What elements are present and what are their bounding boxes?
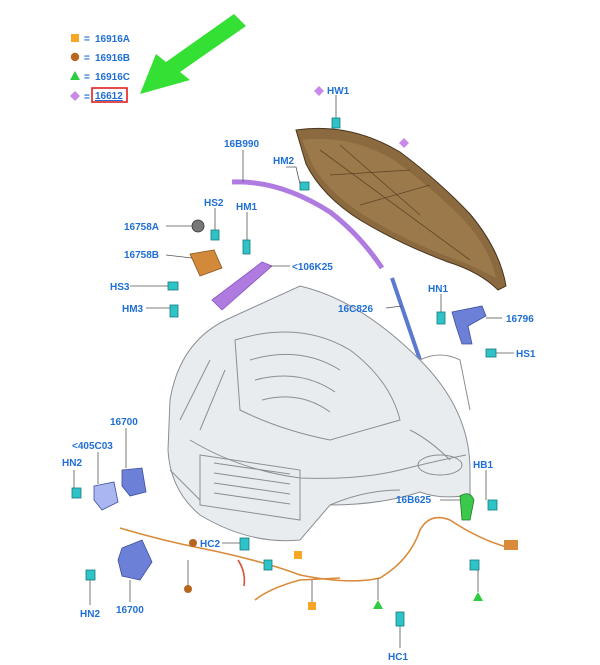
label-hs1: HS1 — [516, 349, 536, 360]
label-16700-top: 16700 — [110, 417, 138, 428]
hood-seal-16b990 — [231, 179, 385, 270]
legend-equals: = — [84, 53, 90, 64]
label-16758b: 16758B — [124, 250, 159, 261]
clip-hb1 — [487, 499, 498, 511]
label-hw1: HW1 — [327, 86, 350, 97]
legend-code-16916c: 16916C — [95, 72, 130, 83]
legend-equals: = — [84, 34, 90, 45]
clip-hm2 — [299, 181, 310, 191]
marker-orange-square-1 — [294, 551, 302, 559]
car-front-body — [167, 285, 471, 542]
legend-green-triangle-icon — [70, 71, 80, 80]
hood-hinge-16796 — [451, 305, 487, 345]
marker-brown-circle-2 — [184, 585, 192, 593]
cable-connector — [504, 540, 518, 550]
clip-hs2 — [210, 229, 220, 241]
clip-hc1 — [395, 611, 405, 627]
label-hs2: HS2 — [204, 198, 224, 209]
label-16b625: 16B625 — [396, 495, 431, 506]
marker-purple-diamond-hw1 — [314, 86, 324, 96]
bracket-16758b — [189, 249, 223, 277]
legend-code-16916a: 16916A — [95, 34, 130, 45]
label-hn2-bottom: HN2 — [80, 609, 100, 620]
release-cable — [119, 516, 511, 582]
clip-hs3 — [167, 281, 179, 291]
clip-hc2 — [239, 537, 250, 551]
clip-hs1 — [485, 348, 497, 358]
label-16b990: 16B990 — [224, 139, 259, 150]
marker-brown-circle-1 — [189, 539, 197, 547]
label-hb1: HB1 — [473, 460, 493, 471]
leader-lines — [73, 95, 514, 648]
clip-hn2-top — [71, 487, 82, 499]
clip-hm3 — [169, 304, 179, 318]
label-hn1: HN1 — [428, 284, 448, 295]
part-labels: HW1 16B990 HM2 HS2 HM1 16758A 16758B HS3… — [62, 86, 536, 663]
label-16758a: 16758A — [124, 222, 159, 233]
legend-equals: = — [84, 92, 90, 103]
label-hm2: HM2 — [273, 156, 295, 167]
legend-code-16612: 16612 — [95, 91, 123, 102]
clips — [71, 117, 498, 627]
marker-orange-square-2 — [308, 602, 316, 610]
latch-16700-bottom — [117, 539, 153, 581]
clip-hm1 — [242, 239, 251, 255]
label-hn2-top: HN2 — [62, 458, 82, 469]
green-arrow-icon — [140, 14, 246, 94]
label-16796: 16796 — [506, 314, 534, 325]
marker-purple-diamond-hood — [399, 138, 409, 148]
legend-highlight-box — [91, 87, 128, 103]
bumper-16758a — [191, 219, 205, 233]
legend: = 16916A = 16916B = 16916C = 16612 — [70, 34, 130, 103]
legend-code-16916b: 16916B — [95, 53, 130, 64]
clip-lower-right — [469, 559, 480, 571]
label-106k25: <106K25 — [292, 262, 333, 273]
clip-hw1 — [331, 117, 341, 129]
label-hm3: HM3 — [122, 304, 144, 315]
clip-hn1 — [436, 311, 446, 325]
label-hs3: HS3 — [110, 282, 130, 293]
latch-16700-top — [121, 467, 147, 497]
label-16700-bottom: 16700 — [116, 605, 144, 616]
legend-equals: = — [84, 72, 90, 83]
clip-mid-lower — [263, 559, 273, 571]
marker-green-triangle-1 — [373, 600, 383, 609]
label-hm1: HM1 — [236, 202, 258, 213]
legend-brown-circle-icon — [70, 52, 80, 62]
release-cable-lower — [254, 577, 341, 601]
hood-panel — [295, 127, 507, 291]
release-handle-16b625 — [459, 493, 475, 521]
label-405c03: <405C03 — [72, 441, 113, 452]
label-16c826: 16C826 — [338, 304, 373, 315]
hood-strut-16c826 — [390, 277, 422, 361]
part-markers — [184, 86, 483, 610]
release-cable-end — [237, 559, 246, 587]
legend-purple-diamond-icon — [70, 91, 80, 101]
legend-orange-square-icon — [71, 34, 79, 42]
clip-hn2-bottom — [85, 569, 96, 581]
marker-green-triangle-2 — [473, 592, 483, 601]
label-hc2: HC2 — [200, 539, 220, 550]
label-hc1: HC1 — [388, 652, 408, 663]
cable-guide-405c03 — [93, 481, 119, 511]
